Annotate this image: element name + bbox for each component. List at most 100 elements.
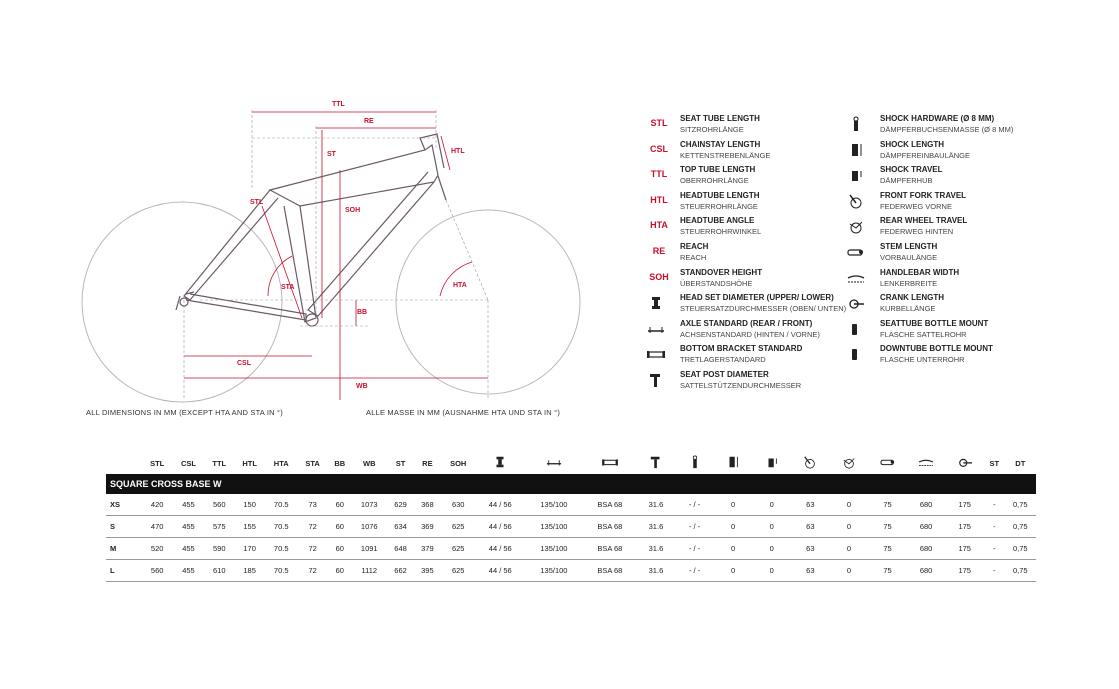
table-cell: 680 xyxy=(906,559,946,582)
column-header: RE xyxy=(422,458,433,468)
table-cell: 455 xyxy=(172,515,205,538)
legend-label-de: STEUERROHRLÄNGE xyxy=(680,201,758,211)
table-cell: 0 xyxy=(829,559,869,582)
table-cell: 662 xyxy=(387,559,414,582)
legend-label-en: SEAT TUBE LENGTH xyxy=(680,114,760,123)
table-cell: 420 xyxy=(142,494,173,516)
table-cell: - / - xyxy=(675,559,714,582)
table-cell: BSA 68 xyxy=(583,494,637,516)
table-cell: 0 xyxy=(713,537,753,560)
stem-icon xyxy=(846,244,872,260)
seatpost-icon xyxy=(646,372,672,388)
legend-label-de: FLASCHE UNTERROHR xyxy=(880,355,965,365)
table-cell: 634 xyxy=(387,515,414,538)
label-re: RE xyxy=(364,118,374,125)
table-cell: 680 xyxy=(906,515,946,538)
column-header: HTA xyxy=(273,458,289,468)
table-cell: 560 xyxy=(142,559,173,582)
legend-label-de: SATTELSTÜTZENDURCHMESSER xyxy=(680,381,802,390)
table-cell: - xyxy=(984,559,1005,582)
table-cell: 610 xyxy=(204,559,234,582)
legend-label-de: FEDERWEG VORNE xyxy=(880,201,952,211)
table-cell: 63 xyxy=(791,537,830,560)
shock-length-icon xyxy=(846,142,872,158)
legend-abbr: CSL xyxy=(650,143,668,154)
label-soh: SOH xyxy=(345,207,360,214)
legend-label-de: KETTENSTREBENLÄNGE xyxy=(680,150,771,160)
handlebar-icon xyxy=(846,270,872,286)
table-cell: 368 xyxy=(413,494,441,516)
table-cell: 0,75 xyxy=(1004,515,1036,538)
front-wheel xyxy=(395,209,581,395)
headset-icon xyxy=(646,295,672,311)
size-label: L xyxy=(106,559,142,582)
table-cell: 31.6 xyxy=(636,537,676,560)
legend-abbr: SOH xyxy=(649,271,669,282)
table-cell: - xyxy=(984,515,1005,538)
table-cell: 680 xyxy=(906,537,946,560)
table-cell: 0 xyxy=(752,494,792,516)
table-cell: 75 xyxy=(868,559,907,582)
table-cell: 175 xyxy=(945,515,984,538)
table-cell: 70.5 xyxy=(265,559,298,582)
column-header: BB xyxy=(334,458,346,468)
legend-label-en: HANDLEBAR WIDTH xyxy=(880,267,960,277)
legend-label-en: HEAD SET DIAMETER (UPPER/ LOWER) xyxy=(680,293,834,303)
legend-label-en: CRANK LENGTH xyxy=(880,293,944,303)
table-cell: 75 xyxy=(868,537,907,560)
table-cell: 1076 xyxy=(351,515,388,538)
table-cell: 0 xyxy=(829,494,869,516)
shock-length-icon xyxy=(714,452,753,474)
table-cell: 60 xyxy=(328,494,352,516)
column-header xyxy=(106,452,142,474)
table-cell: BSA 68 xyxy=(583,515,637,538)
bottom-bracket-icon xyxy=(646,346,672,362)
table-cell: 135/100 xyxy=(524,559,583,582)
table-cell: 63 xyxy=(791,559,830,582)
table-cell: 72 xyxy=(297,559,329,582)
table-cell: 1091 xyxy=(351,537,388,560)
table-cell: - xyxy=(984,494,1005,516)
table-cell: 155 xyxy=(234,515,266,538)
column-header: SOH xyxy=(450,458,467,468)
table-cell: 75 xyxy=(868,515,907,538)
column-header: ST xyxy=(989,458,1000,468)
table-cell: 575 xyxy=(204,515,234,538)
table-cell: 520 xyxy=(142,537,173,560)
table-cell: BSA 68 xyxy=(583,537,637,560)
size-label: S xyxy=(106,515,142,538)
table-cell: 625 xyxy=(440,515,476,538)
headset-icon xyxy=(476,452,525,474)
table-cell: BSA 68 xyxy=(583,559,637,582)
dimensions-note-de: ALLE MASSE IN MM (AUSNAHME HTA UND STA I… xyxy=(366,408,561,417)
table-cell: 31.6 xyxy=(636,559,676,582)
stem-icon xyxy=(868,452,907,474)
bike-frame xyxy=(175,133,447,327)
table-cell: 625 xyxy=(440,537,476,560)
table-cell: 135/100 xyxy=(524,537,583,560)
legend-abbr: TTL xyxy=(650,169,668,180)
legend-label-en: BOTTOM BRACKET STANDARD xyxy=(680,344,803,354)
axle-icon xyxy=(525,452,583,474)
legend-label-de: ACHSENSTANDARD (HINTEN / VORNE) xyxy=(680,329,820,339)
label-htl: HTL xyxy=(451,148,465,155)
rear-travel-icon xyxy=(846,218,872,234)
label-sta: STA xyxy=(281,284,294,291)
legend-label-de: LENKERBREITE xyxy=(880,278,938,288)
rear-travel-icon xyxy=(830,452,869,474)
dimensions-note-en: ALL DIMENSIONS IN MM (EXCEPT HTA AND STA… xyxy=(86,408,283,417)
rear-wheel xyxy=(81,201,283,403)
shock-travel-icon xyxy=(752,452,791,474)
legend-label-de: DÄMPFEREINBAULÄNGE xyxy=(880,150,971,160)
table-cell: 175 xyxy=(945,537,984,560)
